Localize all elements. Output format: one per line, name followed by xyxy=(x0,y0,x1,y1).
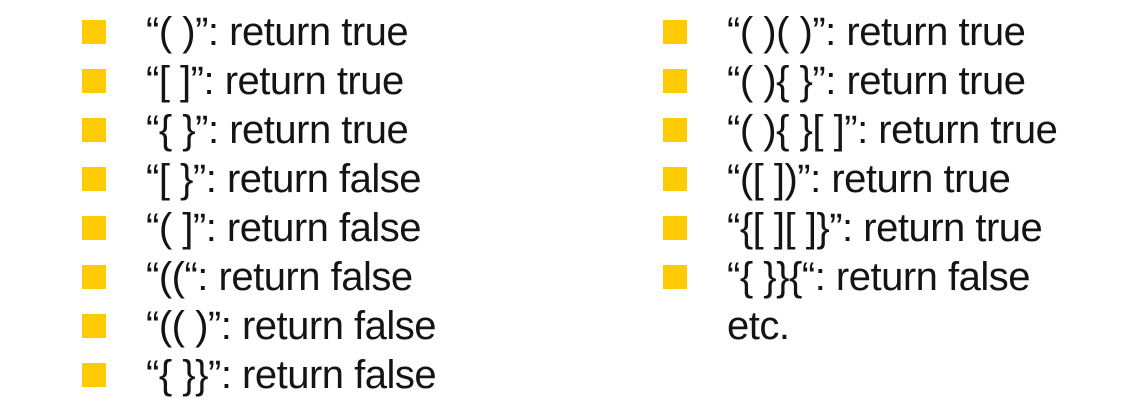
selected-text-highlight: t xyxy=(958,10,970,55)
list-item: “( ){ }[ ]”: return true xyxy=(663,106,1058,155)
list-item: “([ ])”: return true xyxy=(663,155,1057,204)
list-item-text: “[ ]”: return true xyxy=(146,59,404,104)
list-item-text: “{ }”: return true xyxy=(146,108,409,153)
list-item: “{ }}{“: return false xyxy=(663,252,1057,301)
list-item-text: “( )”: return true xyxy=(146,10,409,55)
list-item: “{ }}”: return false xyxy=(82,350,437,399)
bullet-list-left: “( )”: return true “[ ]”: return true “{… xyxy=(82,8,437,399)
bullet-square-icon xyxy=(663,20,687,45)
list-item: etc. xyxy=(663,301,1057,350)
list-item-text: “( )( )”: return true xyxy=(727,10,1026,55)
bullet-list-right: “( )( )”: return true “( ){ }”: return t… xyxy=(663,8,1058,350)
list-item-text: “( ]”: return false xyxy=(146,206,422,250)
bullet-square-icon xyxy=(663,264,687,289)
bullet-square-icon xyxy=(82,362,106,387)
bullet-square-icon xyxy=(82,167,106,192)
list-item-text-suffix: rue xyxy=(969,10,1026,55)
list-item: “{ }”: return true xyxy=(82,106,436,155)
list-item-text: “{ }}{“: return false xyxy=(727,254,1031,299)
list-item: “( ){ }”: return true xyxy=(663,57,1057,106)
list-item: “[ }”: return false xyxy=(82,155,436,204)
list-item: “( )( )”: return true xyxy=(663,8,1057,57)
list-item-text: “{ }}”: return false xyxy=(146,352,437,397)
bullet-square-icon xyxy=(82,216,106,240)
list-item-text: “( ){ }[ ]”: return true xyxy=(727,108,1058,153)
bullet-square-icon xyxy=(82,69,106,94)
list-item: “( ]”: return false xyxy=(82,204,436,253)
list-item-text: “((“: return false xyxy=(146,254,413,299)
bullet-square-icon xyxy=(82,20,106,45)
list-item: “((“: return false xyxy=(82,252,436,301)
bullet-square-icon xyxy=(663,167,687,192)
bullet-square-icon xyxy=(82,118,106,143)
list-item-text-prefix: “( )( )”: return xyxy=(727,10,959,55)
list-item: “[ ]”: return true xyxy=(82,57,436,106)
list-item: “( )”: return true xyxy=(82,8,436,57)
bullet-square-icon xyxy=(82,264,106,289)
list-item-text: “(( )”: return false xyxy=(146,303,437,348)
list-item-text: “{[ ][ ]}”: return true xyxy=(727,206,1043,250)
list-item-text: “( ){ }”: return true xyxy=(727,59,1026,104)
list-item-text: “[ }”: return false xyxy=(146,157,422,202)
bullet-square-icon xyxy=(663,69,687,94)
list-item: “{[ ][ ]}”: return true xyxy=(663,204,1057,253)
bullet-square-icon xyxy=(663,118,687,143)
list-item-text: “([ ])”: return true xyxy=(727,157,1011,202)
bullet-square-icon xyxy=(663,216,687,240)
list-item-text: etc. xyxy=(727,303,790,348)
bullet-square-icon xyxy=(82,313,106,338)
list-item: “(( )”: return false xyxy=(82,301,437,350)
